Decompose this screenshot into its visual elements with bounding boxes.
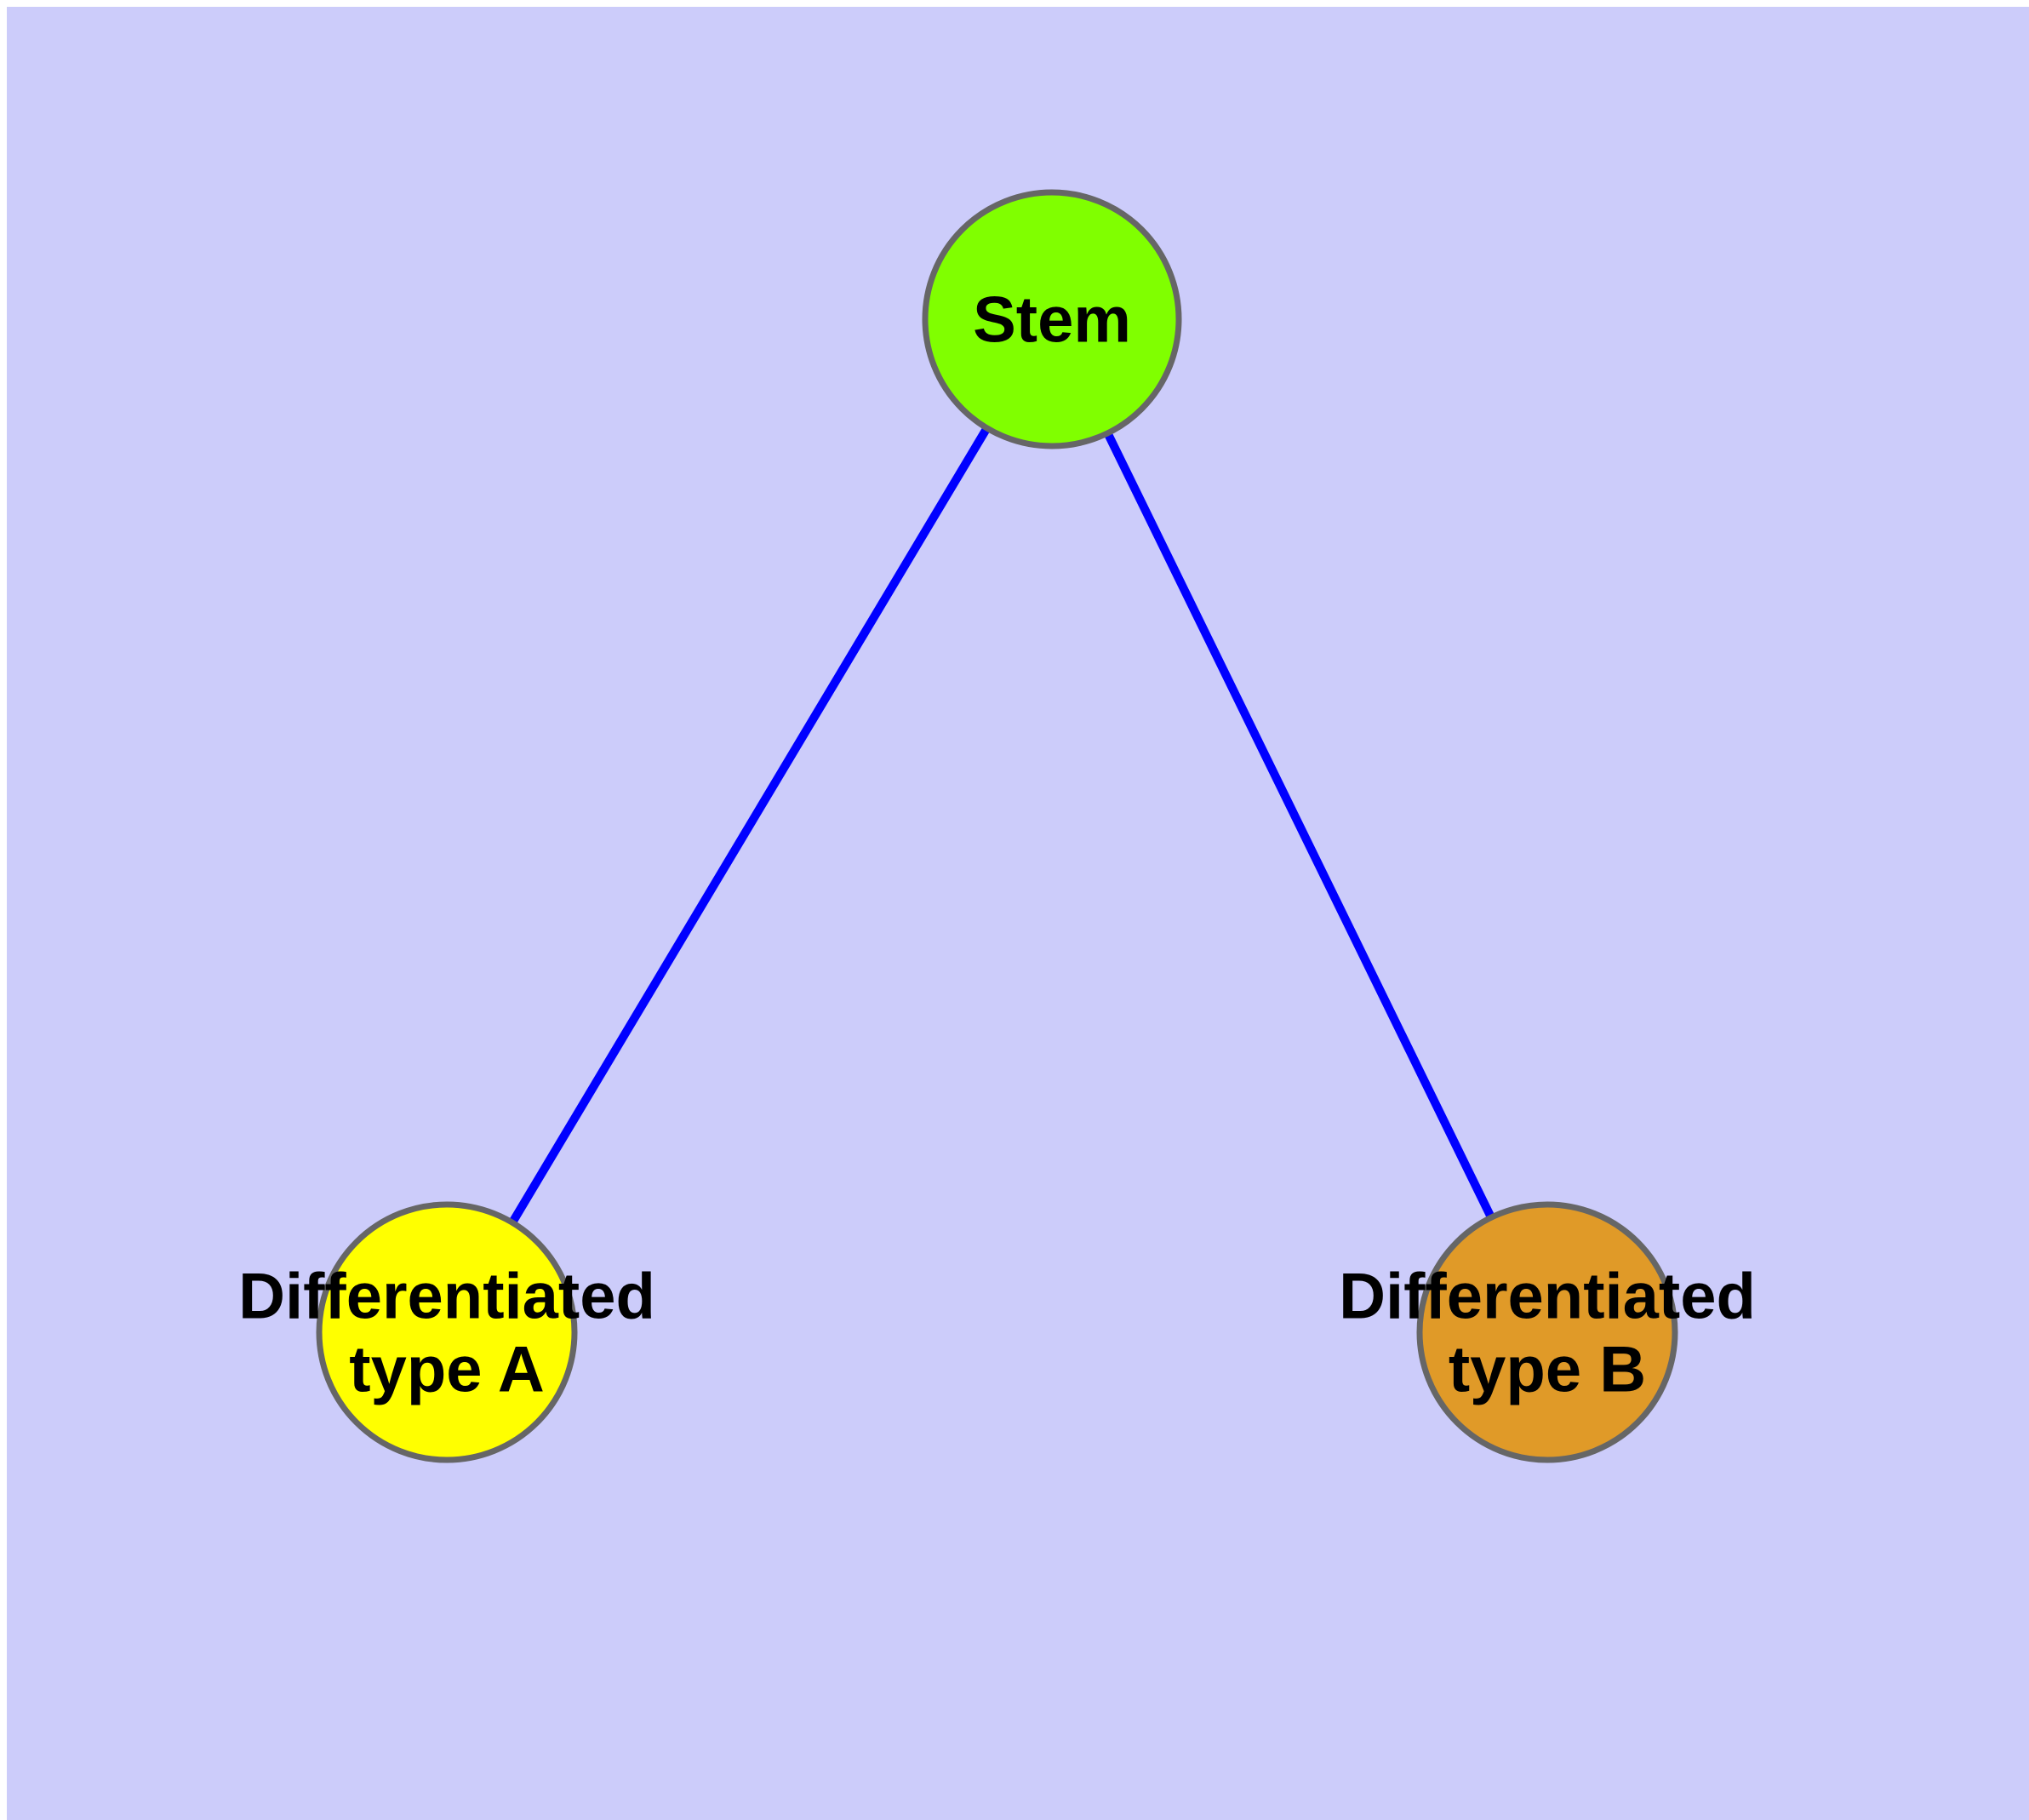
graph-node-label-line: Stem [973,284,1131,357]
graph-edge [1102,428,1497,1223]
graph-node-diff_b[interactable] [1416,1201,1678,1463]
graph-edge [506,422,992,1228]
nodes-group [316,189,1678,1463]
graph-node-diff_a[interactable] [316,1201,578,1463]
graph-node-label-line: type A [349,1334,544,1406]
graph-node-label-stem: Stem [973,284,1131,357]
edges-group [506,422,1497,1228]
graph-node-stem[interactable] [922,189,1182,449]
graph-node-label-line: Differentiated [238,1261,655,1333]
graph-node-label-line: Differentiated [1339,1261,1756,1333]
graph-node-label-line: type B [1449,1334,1646,1406]
